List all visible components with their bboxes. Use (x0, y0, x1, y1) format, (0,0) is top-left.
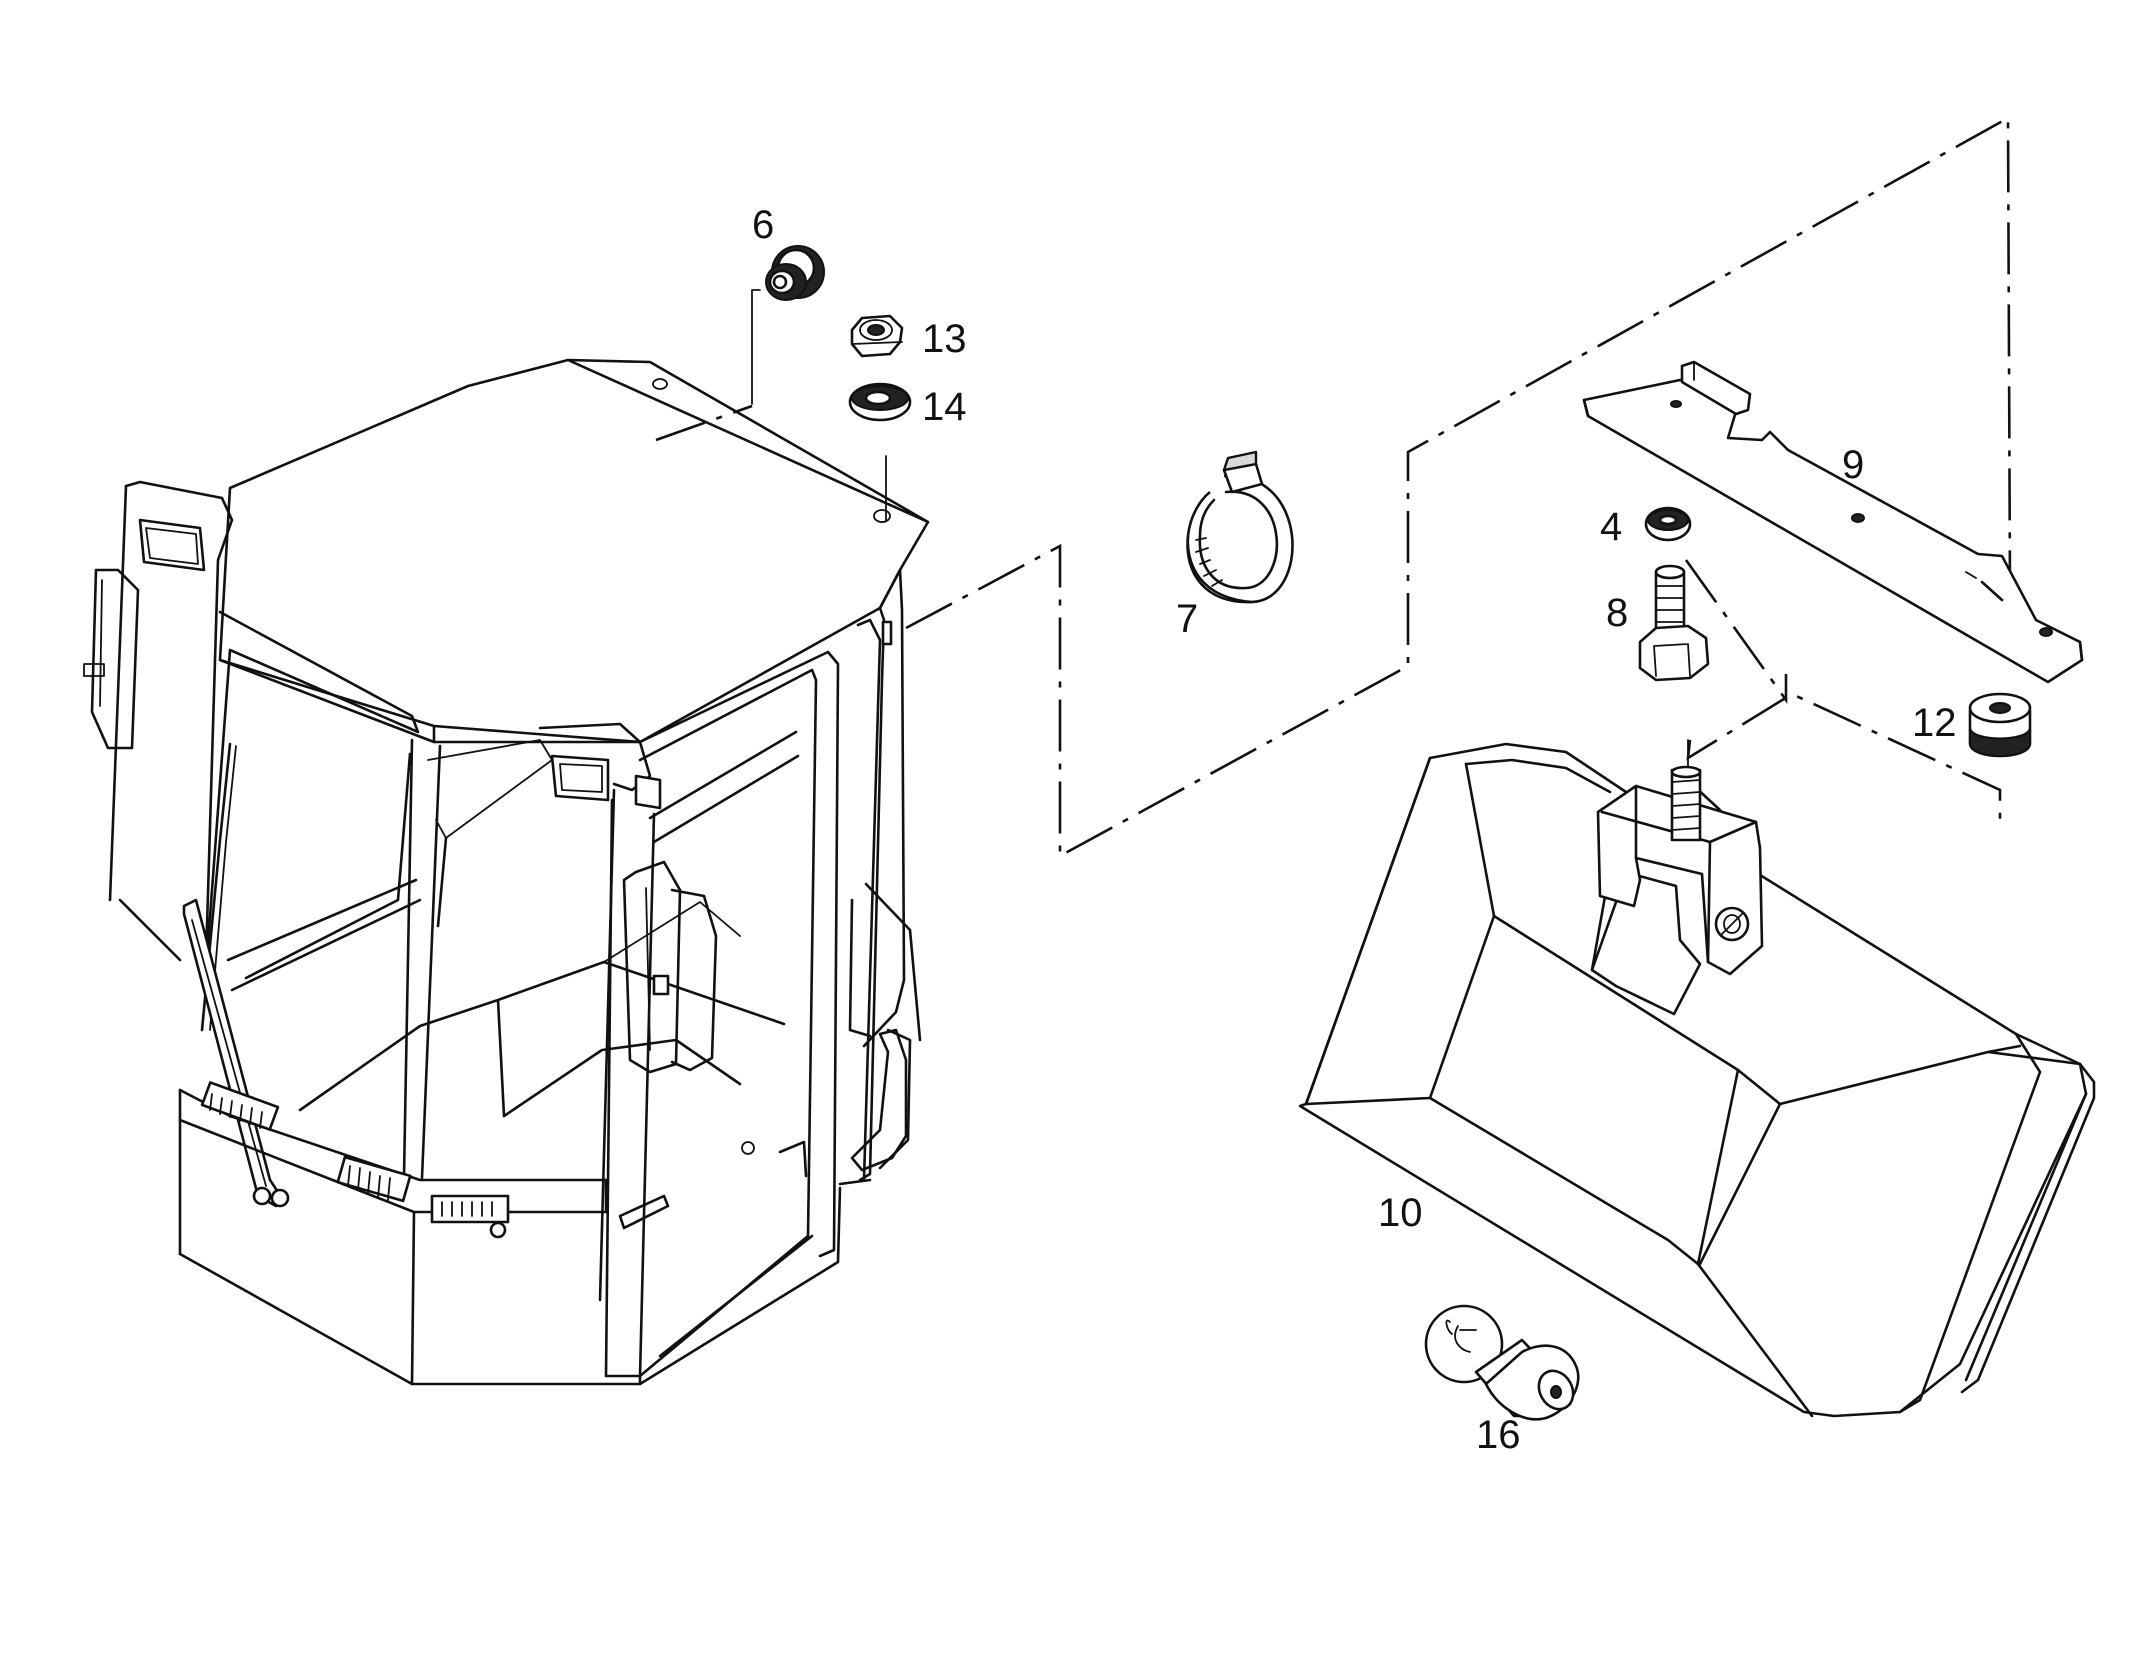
callout-7: 7 (1176, 597, 1198, 641)
part-10-work-lamp (1298, 742, 2096, 1418)
callout-12: 12 (1912, 701, 1957, 745)
callout-8: 8 (1606, 591, 1628, 635)
part-7-hose-clamp (1186, 450, 1294, 604)
callout-4: 4 (1600, 505, 1622, 549)
callout-13: 13 (922, 317, 967, 361)
callout-6: 6 (752, 203, 774, 247)
part-callouts: 6 13 14 7 9 4 8 12 10 16 (752, 203, 1957, 1457)
callout-16: 16 (1476, 1413, 1521, 1457)
operator-cab (83, 358, 930, 1386)
part-9-bracket (1582, 360, 2084, 684)
part-8-bolt (1638, 564, 1710, 682)
part-12-spacer (1968, 692, 2032, 758)
part-13-nut (850, 314, 904, 358)
callout-14: 14 (922, 385, 967, 429)
part-6-grommet (765, 245, 825, 301)
callout-9: 9 (1842, 443, 1864, 487)
part-14-washer (848, 382, 912, 422)
part-4-washer (1644, 506, 1692, 542)
part-16-bulb (1424, 1304, 1580, 1421)
callout-10: 10 (1378, 1191, 1423, 1235)
